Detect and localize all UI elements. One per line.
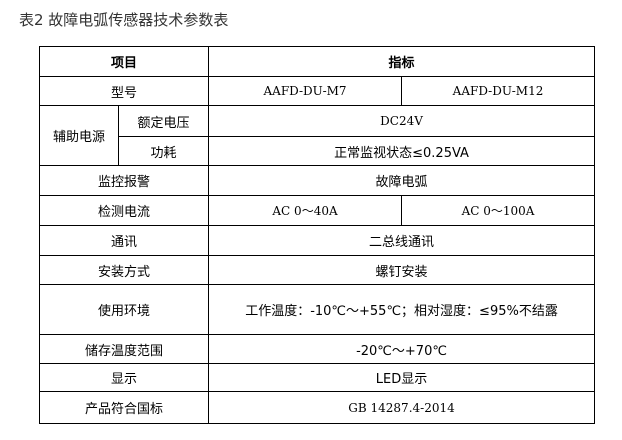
cell-value: 二总线通讯: [208, 225, 596, 256]
cell-value: 正常监视状态≤0.25VA: [208, 136, 596, 166]
row-label: 通讯: [38, 225, 210, 256]
table-row: 型号 AAFD-DU-M7 AAFD-DU-M12: [38, 76, 596, 106]
cell-value: AC 0～100A: [401, 195, 596, 226]
cell-value: -20℃～+70℃: [208, 334, 596, 364]
table-title: 表2 故障电弧传感器技术参数表: [19, 11, 229, 29]
header-item: 项目: [38, 46, 210, 77]
table-row: 检测电流 AC 0～40A AC 0～100A: [38, 195, 596, 226]
cell-value: AAFD-DU-M7: [208, 76, 403, 106]
row-label: 安装方式: [38, 255, 210, 285]
spec-table: 项目 指标 型号 AAFD-DU-M7 AAFD-DU-M12 辅助电源 额定电…: [38, 46, 596, 424]
cell-value: GB 14287.4-2014: [208, 391, 596, 424]
table-row: 监控报警 故障电弧: [38, 165, 596, 196]
sub-label: 功耗: [117, 136, 210, 166]
cell-value: AAFD-DU-M12: [401, 76, 596, 106]
row-label: 检测电流: [38, 195, 210, 226]
table-row: 通讯 二总线通讯: [38, 225, 596, 256]
cell-value: AC 0～40A: [208, 195, 403, 226]
table-row: 显示 LED显示: [38, 363, 596, 392]
row-label: 使用环境: [38, 284, 210, 335]
row-label: 辅助电源: [39, 105, 119, 166]
sub-label: 额定电压: [117, 105, 210, 137]
cell-value: 螺钉安装: [208, 255, 596, 285]
row-label: 储存温度范围: [38, 334, 210, 364]
cell-value: 故障电弧: [208, 165, 596, 196]
table-row: 储存温度范围 -20℃～+70℃: [38, 334, 596, 364]
cell-value: DC24V: [208, 105, 596, 137]
table-row: 功耗 正常监视状态≤0.25VA: [40, 136, 596, 166]
table-header-row: 项目 指标: [38, 46, 596, 77]
table-row: 使用环境 工作温度：-10℃～+55℃；相对湿度：≤95%不结露: [38, 284, 596, 335]
table-row: 安装方式 螺钉安装: [38, 255, 596, 285]
row-label: 产品符合国标: [38, 391, 210, 424]
row-label: 监控报警: [38, 165, 210, 196]
table-row: 辅助电源 额定电压 DC24V: [39, 105, 596, 166]
row-label: 显示: [38, 363, 210, 392]
cell-value: 工作温度：-10℃～+55℃；相对湿度：≤95%不结露: [208, 284, 596, 335]
cell-value: LED显示: [208, 363, 596, 392]
table-row: 产品符合国标 GB 14287.4-2014: [38, 391, 596, 424]
header-spec: 指标: [208, 46, 596, 77]
row-label: 型号: [38, 76, 210, 106]
